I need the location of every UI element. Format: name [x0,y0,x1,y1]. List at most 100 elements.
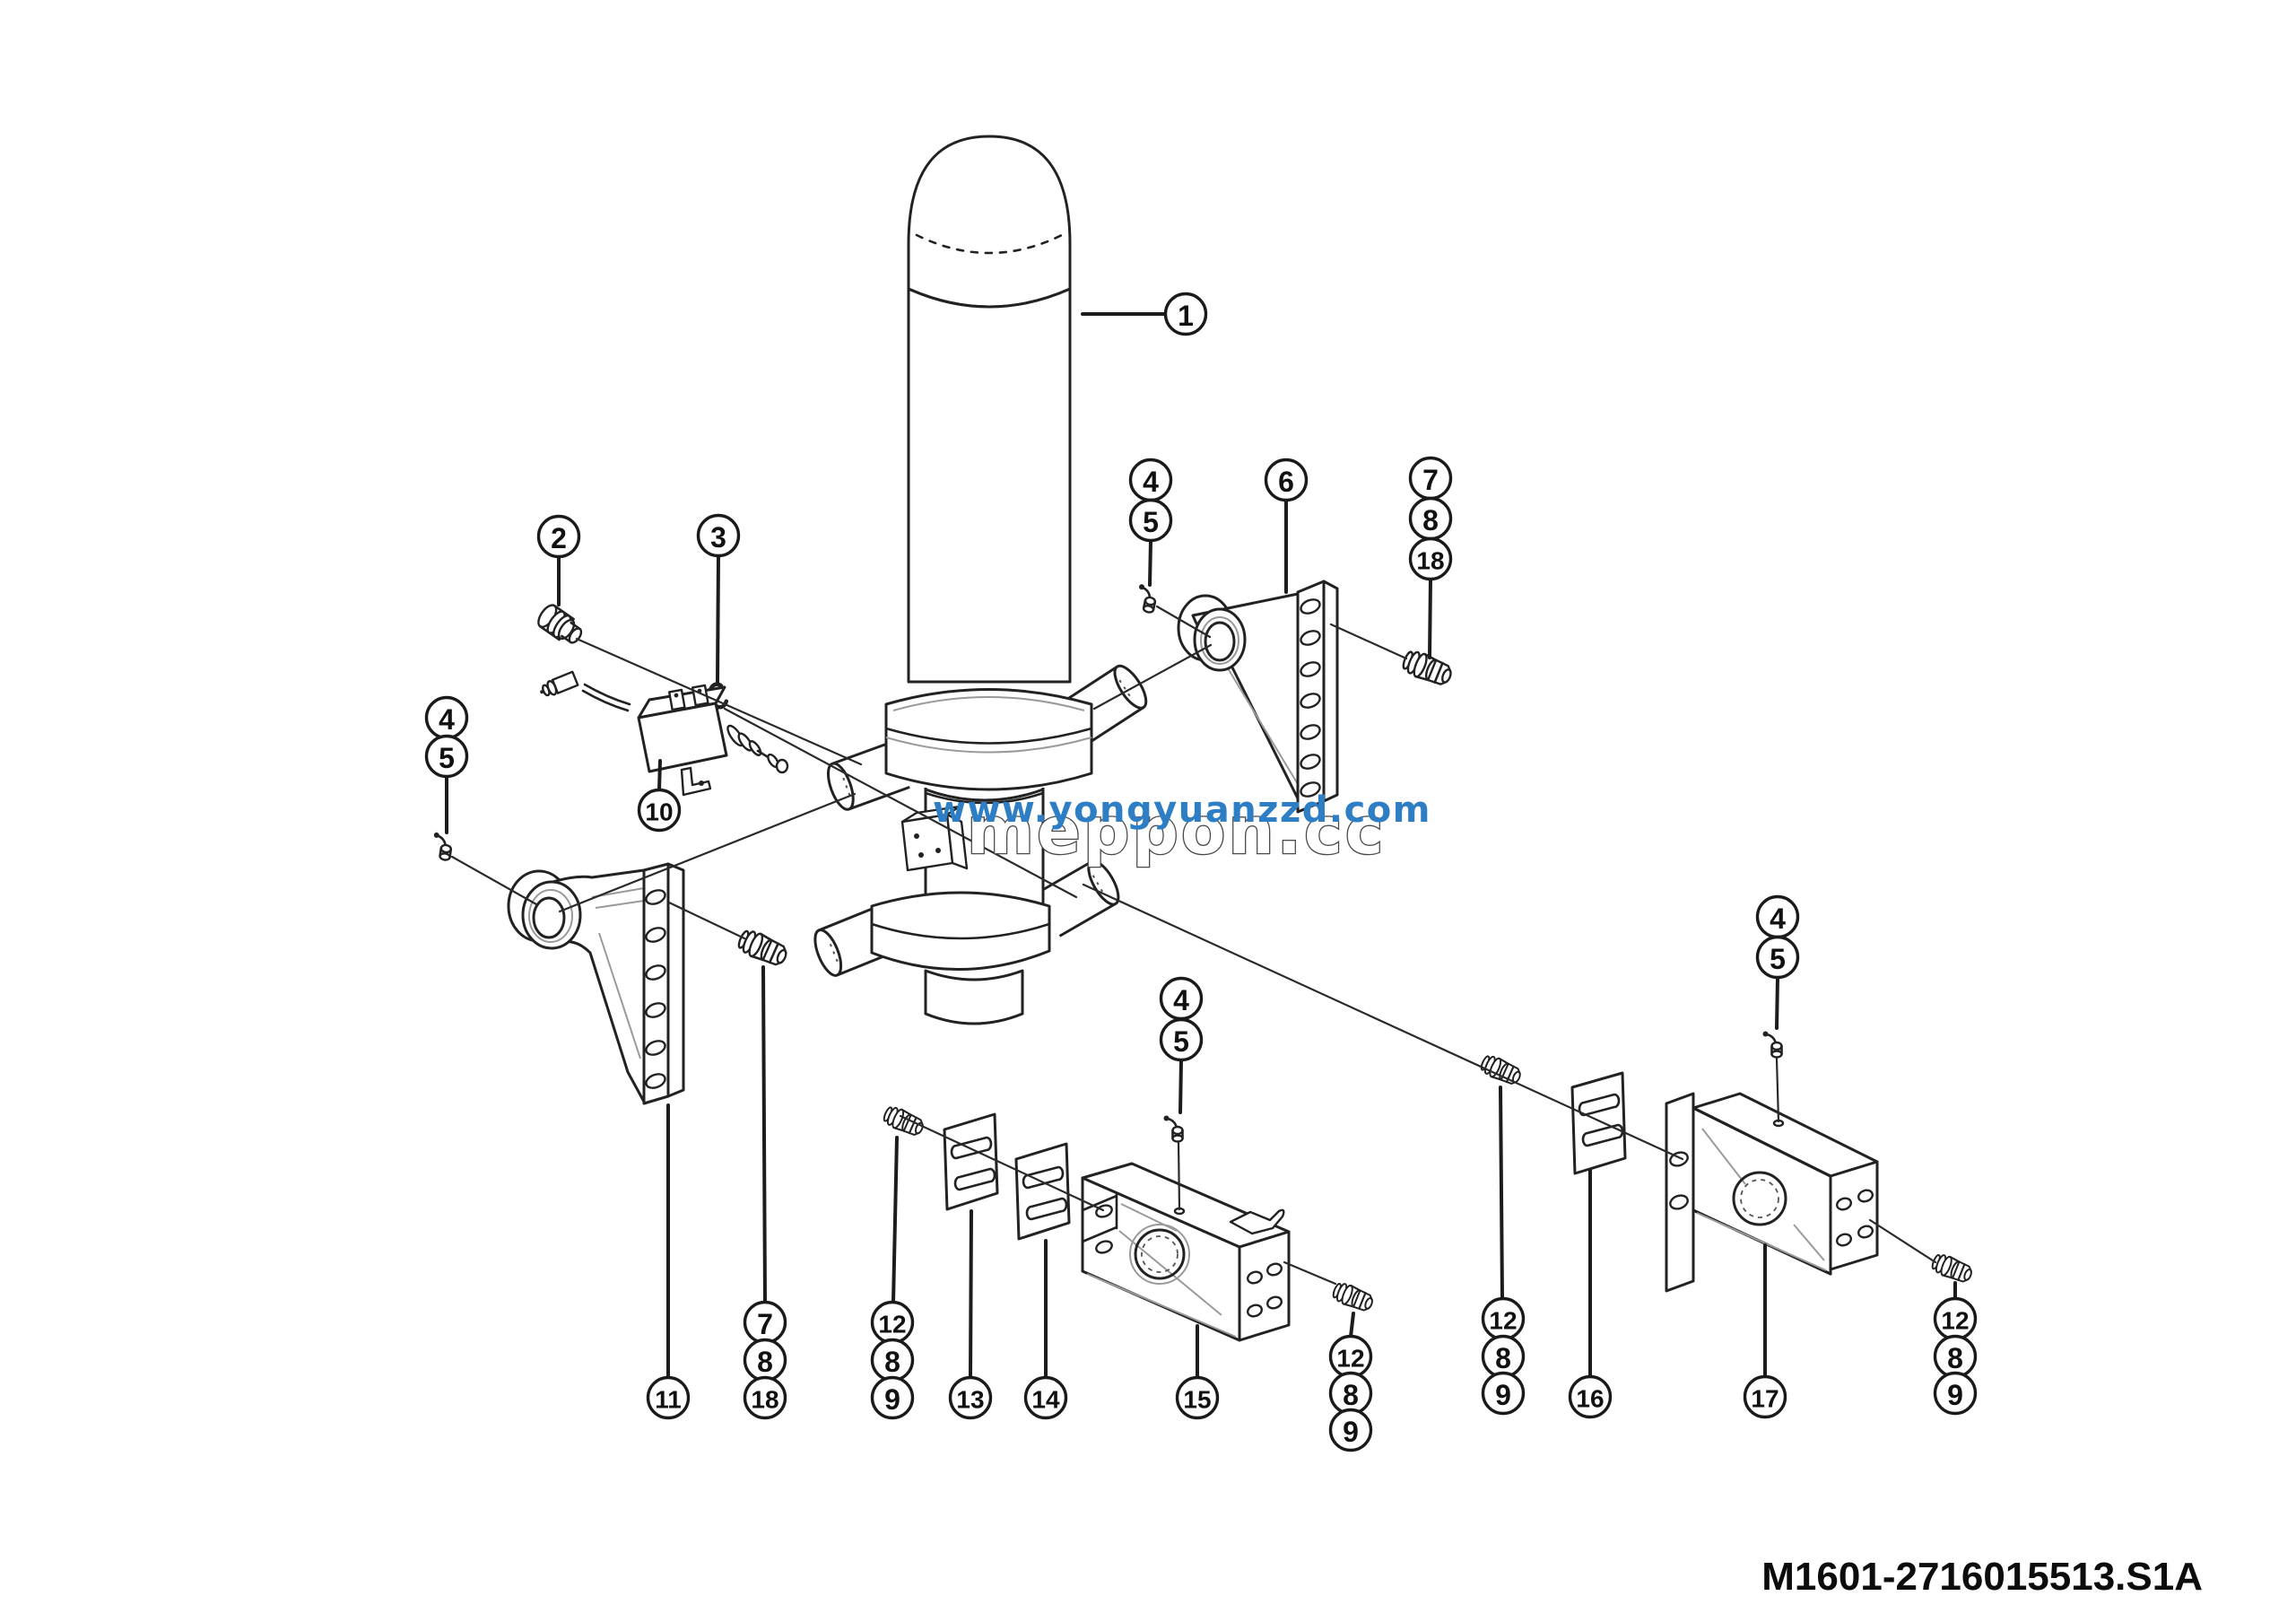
callout-4: 4 [1128,458,1173,502]
leader-lines [445,312,1957,1380]
callout-18: 18 [743,1375,787,1420]
mount-bracket-part-17 [1665,1092,1879,1293]
watermark-yongyuanzzd: www.yongyuanzzd.com [933,789,1431,831]
svg-text:8: 8 [757,1346,773,1378]
shim-part-14 [1014,1142,1071,1241]
callout-8: 8 [743,1338,787,1382]
thin-line [558,792,857,913]
svg-text:17: 17 [1751,1385,1779,1413]
callout-14: 14 [1023,1375,1068,1420]
callout-9: 9 [1328,1408,1373,1452]
svg-text:7: 7 [1422,464,1439,496]
callout-8: 8 [1408,496,1453,541]
svg-text:12: 12 [1336,1345,1364,1373]
callout-18: 18 [1408,536,1453,581]
bolt-12-d [1928,1251,1976,1286]
pin-4-5-center [1162,1114,1184,1143]
cylinder-dome [907,135,1072,309]
svg-text:9: 9 [1495,1379,1511,1411]
callout-4: 4 [1159,976,1204,1021]
svg-text:4: 4 [439,703,455,736]
svg-text:5: 5 [1143,506,1159,538]
svg-text:9: 9 [1343,1416,1359,1448]
callout-7: 7 [743,1300,787,1345]
svg-text:4: 4 [1173,984,1189,1016]
thin-line [1092,643,1213,711]
gland-collar [884,688,1093,791]
leader-line [1428,578,1432,659]
thin-line [723,707,1078,899]
thin-line [1329,623,1408,660]
leader-line [969,1209,973,1380]
svg-text:14: 14 [1031,1386,1060,1414]
svg-text:4: 4 [1770,903,1786,935]
callout-5: 5 [1755,935,1800,980]
svg-text:7: 7 [757,1308,773,1340]
drawing-number: M1601-2716015513.S1A [1761,1555,2203,1599]
callout-8: 8 [870,1338,915,1382]
callout-15: 15 [1175,1375,1220,1420]
svg-text:10: 10 [645,798,673,826]
callout-8: 8 [1933,1334,1978,1379]
callout-13: 13 [948,1375,993,1420]
thin-line [575,637,863,766]
svg-text:8: 8 [1422,504,1439,536]
callout-12: 12 [870,1300,915,1345]
fitting-part-2 [537,604,583,644]
bolt-7-8-18-upper [1399,646,1456,690]
bracket-11-holes [645,889,666,1089]
svg-text:8: 8 [884,1346,900,1378]
svg-text:5: 5 [1770,943,1786,975]
svg-text:9: 9 [884,1383,900,1416]
svg-text:5: 5 [439,742,455,774]
callout-5: 5 [1159,1017,1204,1062]
svg-text:18: 18 [1416,547,1444,575]
callout-6: 6 [1264,458,1309,502]
callout-3: 3 [696,513,741,558]
thin-line [1775,1057,1780,1123]
callout-2: 2 [536,514,581,559]
mount-bracket-part-15 [1081,1162,1291,1342]
svg-text:11: 11 [655,1386,682,1414]
thin-line [1155,605,1212,639]
thin-line [450,855,538,906]
bracket-15-clip [1229,1208,1285,1235]
svg-text:12: 12 [1941,1307,1969,1335]
leader-line [1775,976,1779,1030]
bracket-17-end-holes [1836,1189,1874,1247]
svg-text:6: 6 [1278,466,1294,498]
shim-part-16 [1570,1071,1627,1175]
svg-text:13: 13 [956,1386,984,1414]
callout-9: 9 [870,1375,915,1420]
svg-text:1: 1 [1178,300,1194,332]
svg-text:12: 12 [1489,1307,1517,1335]
bolt-12-b [1329,1279,1377,1315]
callout-1: 1 [1163,292,1208,336]
leader-line [891,1136,899,1304]
svg-text:3: 3 [710,521,726,554]
svg-text:16: 16 [1576,1385,1604,1413]
lower-collar [870,891,1051,971]
callout-4: 4 [1755,894,1800,939]
callout-11: 11 [646,1375,691,1420]
leader-line [761,965,767,1304]
callout-12: 12 [1328,1334,1373,1379]
thin-line [667,901,746,940]
callout-17: 17 [1743,1374,1787,1419]
callout-5: 5 [424,734,469,779]
svg-text:2: 2 [551,522,567,554]
mid-tube-block [900,805,969,872]
valve-assembly-part-10 [540,670,789,797]
thin-line [1082,883,1684,1161]
bracket-15-end-holes [1247,1262,1283,1318]
callout-12: 12 [1481,1296,1526,1341]
callout-5: 5 [1128,498,1173,543]
callout-9: 9 [1933,1371,1978,1416]
leader-line [1499,1086,1504,1301]
callout-9: 9 [1481,1371,1526,1416]
thin-line [1868,1218,1937,1264]
callout-16: 16 [1568,1374,1613,1419]
svg-text:8: 8 [1947,1342,1963,1374]
bolt-7-8-18-left [735,926,791,971]
